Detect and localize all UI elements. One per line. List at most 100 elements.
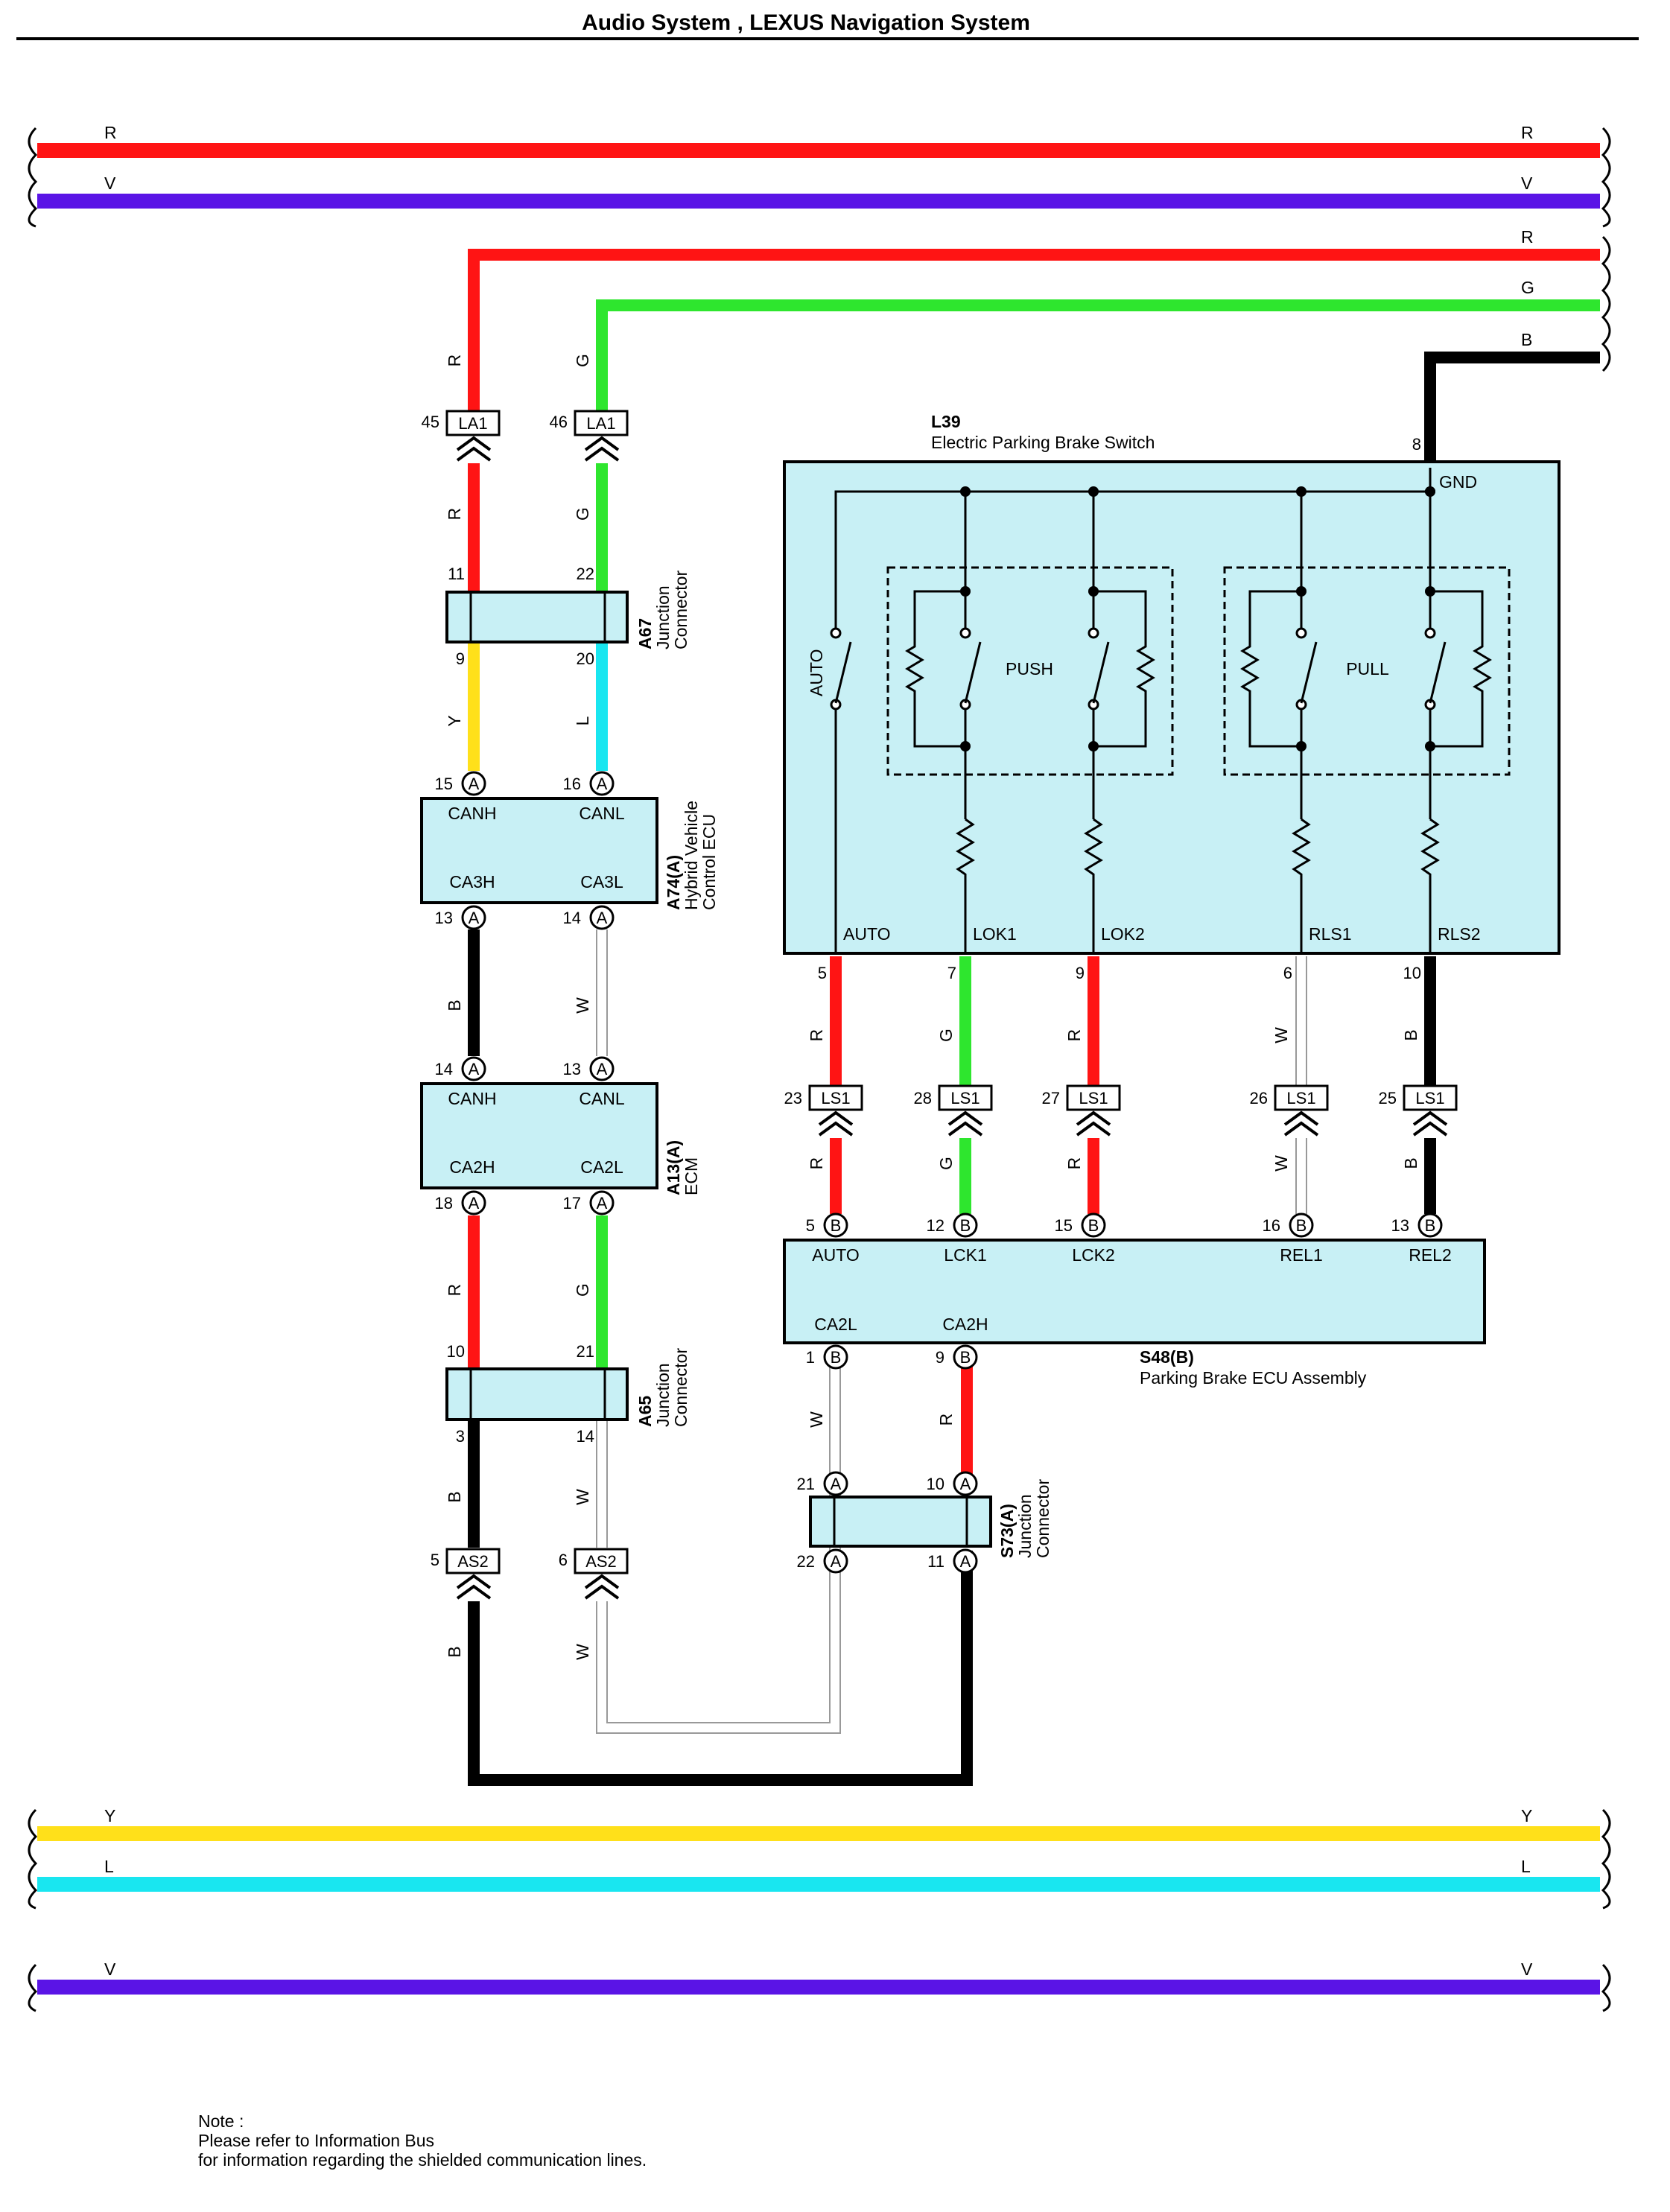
bus-bottom-l-label-right: L: [1521, 1857, 1531, 1876]
a13-box: [420, 1082, 658, 1189]
wire-label-r-top-a: R: [445, 355, 464, 367]
s48-pin-13: 13: [1391, 1216, 1409, 1235]
s48-term-ca2l: CA2L: [814, 1315, 857, 1334]
wire-label-b4: G: [573, 1283, 592, 1297]
a74-pin-15: 15: [435, 775, 453, 793]
ls-lower-label-5: B: [1401, 1157, 1420, 1169]
s48-term-rel2: REL2: [1409, 1245, 1452, 1265]
ls1-25-pin: 25: [1379, 1089, 1397, 1107]
s48-low-label-r: R: [936, 1414, 956, 1426]
as2-5-chevron: [456, 1574, 492, 1600]
a67-pin-20: 20: [577, 649, 594, 668]
s48-term-rel1: REL1: [1280, 1245, 1323, 1265]
l39-gnd-pin: 8: [1412, 435, 1421, 454]
a74-pin-15-letter: A: [469, 775, 480, 793]
l39-switch-contacts: [905, 486, 1492, 879]
right-bus-g-label: G: [1521, 278, 1534, 297]
a74-ca3h: CA3H: [449, 872, 495, 892]
l39-name: Electric Parking Brake Switch: [931, 433, 1155, 452]
connector-ls1-26: 26 LS1: [1250, 1084, 1329, 1137]
right-bus-r-label: R: [1521, 227, 1534, 247]
a13-name1: ECM: [682, 1157, 701, 1195]
ls1-28-name: LS1: [950, 1089, 980, 1107]
s73-box: [809, 1496, 992, 1548]
l39-term-lok1: LOK1: [973, 924, 1017, 944]
a65-box: [445, 1367, 629, 1421]
ls1-26-name: LS1: [1286, 1089, 1315, 1107]
s48-lower-wires: W R: [807, 1369, 956, 1478]
a74-box: [420, 797, 658, 904]
l39-id: L39: [931, 412, 961, 431]
s48-pin-1-letter: B: [831, 1348, 842, 1367]
ls-upper-label-2: G: [936, 1029, 956, 1042]
s48-pin-16: 16: [1263, 1216, 1280, 1235]
ls1-23-name: LS1: [821, 1089, 850, 1107]
a74-name2: Control ECU: [699, 814, 719, 910]
a67-pin-22: 22: [577, 565, 594, 583]
top-bus-group: R R V V: [28, 123, 1611, 228]
a65-pin-14: 14: [577, 1427, 594, 1446]
wire-label-a2: Y: [445, 715, 464, 726]
a13-pin-14: 14: [435, 1060, 453, 1078]
switch-l39: L39 Electric Parking Brake Switch 8 GND …: [783, 412, 1561, 982]
a74-pin-13: 13: [435, 909, 453, 927]
la1-46-chevron: [584, 436, 620, 462]
a13-pin-13-letter: A: [597, 1060, 608, 1078]
right-bus-group: R G B R G: [445, 227, 1611, 462]
l39-term-lok2: LOK2: [1101, 924, 1145, 944]
a13-pin-17-letter: A: [597, 1194, 608, 1213]
bus-bottom-v-label-left: V: [104, 1960, 116, 1979]
l39-pin-6: 6: [1283, 964, 1292, 982]
wire-b-to-gnd: [1424, 352, 1600, 462]
ls1-27-pin: 27: [1042, 1089, 1060, 1107]
s48-pin-5-letter: B: [831, 1216, 842, 1235]
connector-ls1-27: 27 LS1: [1042, 1084, 1121, 1137]
l39-push-group: [886, 566, 1174, 776]
a74-pin-16: 16: [563, 775, 581, 793]
l39-pin-5: 5: [818, 964, 827, 982]
s48-id: S48(B): [1140, 1347, 1194, 1367]
as2-6-name: AS2: [585, 1552, 617, 1571]
s48-pin-15-letter: B: [1088, 1216, 1099, 1235]
l39-term-rls2: RLS2: [1438, 924, 1481, 944]
a65-id: A65: [635, 1396, 655, 1427]
wire-label-b3: W: [573, 997, 592, 1014]
a65-pin-10: 10: [447, 1342, 465, 1361]
bus-bottom-l-label-left: L: [104, 1857, 114, 1876]
ls-lower-label-1: R: [807, 1157, 826, 1170]
connector-la1-45: 45 LA1: [422, 410, 501, 462]
as2-5-name: AS2: [457, 1552, 489, 1571]
la1-45-name: LA1: [458, 414, 487, 433]
a65-pin-21: 21: [577, 1342, 594, 1361]
wire-label-a4: R: [445, 1284, 464, 1297]
a65-name1: Junction: [653, 1363, 673, 1427]
ecu-a13: 14 A 13 A CANH CANL CA2H CA2L 18 A 17 A …: [420, 1056, 701, 1215]
as2-6-chevron: [584, 1574, 620, 1600]
s48-pin-15: 15: [1055, 1216, 1073, 1235]
s48-term-ca2h: CA2H: [942, 1315, 988, 1334]
ls-upper-label-5: B: [1401, 1029, 1420, 1040]
wire-label-b1: G: [573, 507, 592, 521]
l39-pull-group: [1223, 566, 1511, 776]
s73-pin-11-letter: A: [960, 1552, 971, 1571]
break-mark-bottom-right: [1601, 1808, 1611, 1910]
a67-id: A67: [635, 618, 655, 649]
connector-as2-5: 5 AS2: [431, 1548, 501, 1600]
ls1-27-name: LS1: [1079, 1089, 1108, 1107]
ls1-wires: [830, 956, 1436, 1214]
s48-pin-5: 5: [806, 1216, 815, 1235]
s73-pin-21: 21: [797, 1475, 815, 1493]
s73-pin-11: 11: [927, 1552, 944, 1571]
s48-pin-16-letter: B: [1296, 1216, 1307, 1235]
l39-pin-10: 10: [1403, 964, 1421, 982]
a67-box: [445, 591, 629, 643]
break-mark-right-mid: [1601, 235, 1611, 372]
wire-label-a1: R: [445, 508, 464, 521]
note-block: Note : Please refer to Information Bus f…: [198, 2111, 647, 2170]
l39-pin-9: 9: [1076, 964, 1085, 982]
l39-term-auto: AUTO: [843, 924, 890, 944]
l39-gnd-label: GND: [1439, 472, 1477, 492]
junction-s73: 21 A 10 A 22 A 11 A S73(A) Junction Conn…: [797, 1471, 1053, 1574]
a74-pin-14-letter: A: [597, 909, 608, 927]
s73-pin-10: 10: [927, 1475, 944, 1493]
